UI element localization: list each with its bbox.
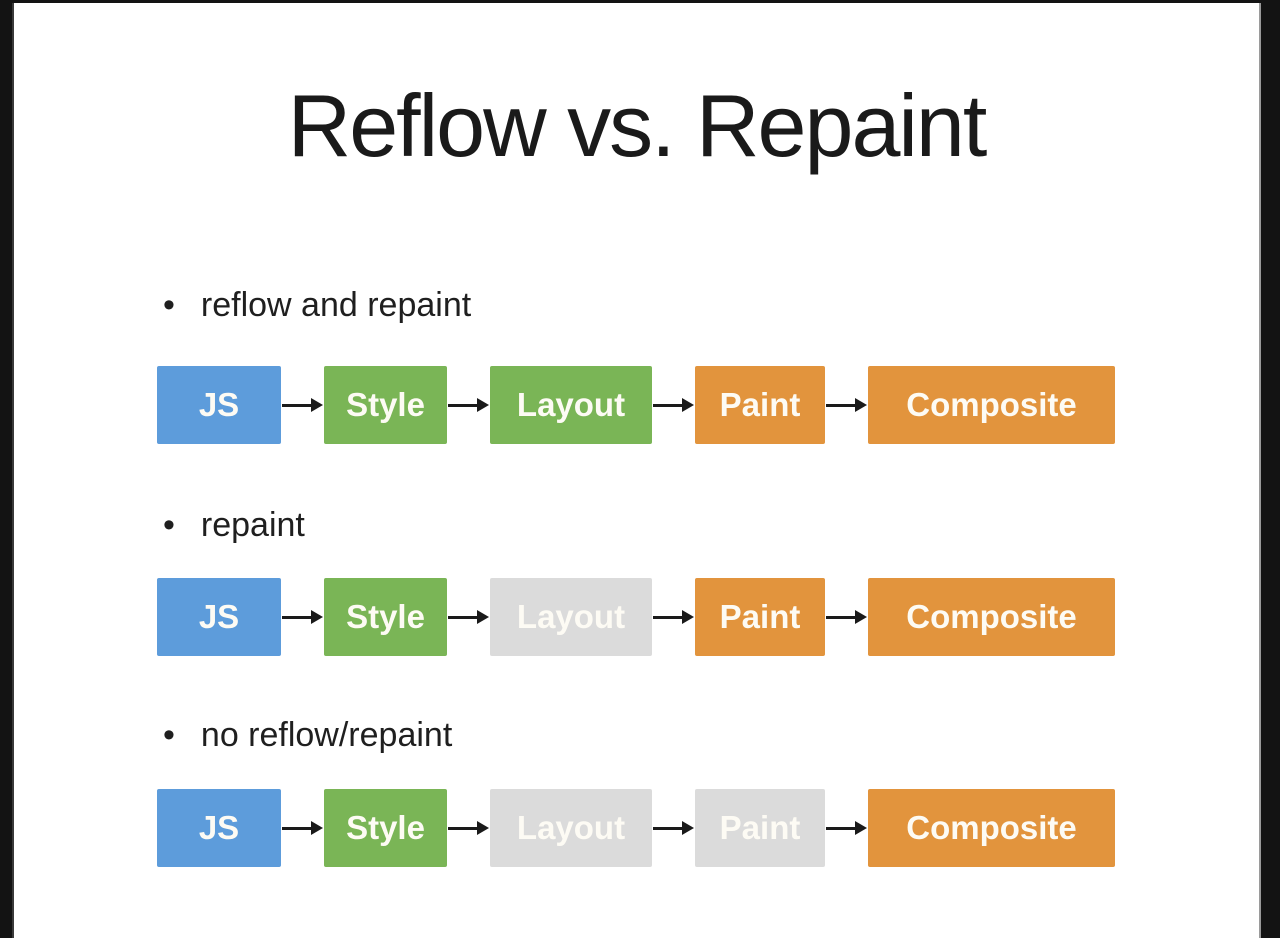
stage-composite: Composite	[868, 789, 1115, 867]
bullet-label: no reflow/repaint	[200, 716, 453, 754]
bullet-icon: •	[163, 506, 175, 544]
stage-label: Style	[346, 809, 425, 846]
arrow-right-icon	[281, 820, 324, 836]
stage-style: Style	[324, 789, 447, 867]
stage-label: Layout	[516, 386, 626, 423]
stage-label: JS	[198, 386, 240, 423]
slide: Reflow vs. Repaint • reflow and repaint …	[12, 3, 1261, 938]
stage-layout-inactive: Layout	[490, 578, 652, 656]
bullet-label: reflow and repaint	[200, 286, 472, 324]
bullet-item-reflow-and-repaint: • reflow and repaint	[163, 285, 471, 326]
flow-row-no-reflow-repaint: JS Style Layout Paint Composite	[157, 789, 1115, 867]
arrow-right-icon	[652, 609, 695, 625]
arrow-right-icon	[281, 397, 324, 413]
flow-row-reflow-and-repaint: JS Style Layout Paint Composite	[157, 366, 1115, 444]
stage-style: Style	[324, 578, 447, 656]
stage-composite: Composite	[868, 578, 1115, 656]
arrow-right-icon	[825, 397, 868, 413]
arrow-right-icon	[447, 397, 490, 413]
stage-label: Layout	[516, 809, 626, 846]
stage-paint-inactive: Paint	[695, 789, 825, 867]
stage-js: JS	[157, 578, 281, 656]
stage-label: Style	[346, 598, 425, 635]
arrow-right-icon	[652, 820, 695, 836]
stage-label: Layout	[516, 598, 626, 635]
bullet-icon: •	[163, 716, 175, 754]
stage-style: Style	[324, 366, 447, 444]
stage-label: Paint	[719, 809, 801, 846]
stage-paint: Paint	[695, 366, 825, 444]
stage-paint: Paint	[695, 578, 825, 656]
stage-label: JS	[198, 598, 240, 635]
stage-label: Composite	[906, 386, 1077, 423]
stage-label: JS	[198, 809, 240, 846]
bullet-item-no-reflow-repaint: • no reflow/repaint	[163, 715, 452, 756]
bullet-label: repaint	[200, 506, 305, 544]
stage-label: Paint	[719, 598, 801, 635]
flow-row-repaint: JS Style Layout Paint Composite	[157, 578, 1115, 656]
arrow-right-icon	[825, 609, 868, 625]
stage-composite: Composite	[868, 366, 1115, 444]
bullet-icon: •	[163, 286, 175, 324]
bullet-item-repaint: • repaint	[163, 505, 305, 546]
stage-js: JS	[157, 789, 281, 867]
stage-label: Composite	[906, 809, 1077, 846]
stage-label: Composite	[906, 598, 1077, 635]
stage-layout: Layout	[490, 366, 652, 444]
slide-title: Reflow vs. Repaint	[287, 76, 988, 175]
stage-label: Style	[346, 386, 425, 423]
arrow-right-icon	[447, 820, 490, 836]
stage-label: Paint	[719, 386, 801, 423]
arrow-right-icon	[447, 609, 490, 625]
arrow-right-icon	[281, 609, 324, 625]
arrow-right-icon	[825, 820, 868, 836]
arrow-right-icon	[652, 397, 695, 413]
stage-layout-inactive: Layout	[490, 789, 652, 867]
stage-js: JS	[157, 366, 281, 444]
